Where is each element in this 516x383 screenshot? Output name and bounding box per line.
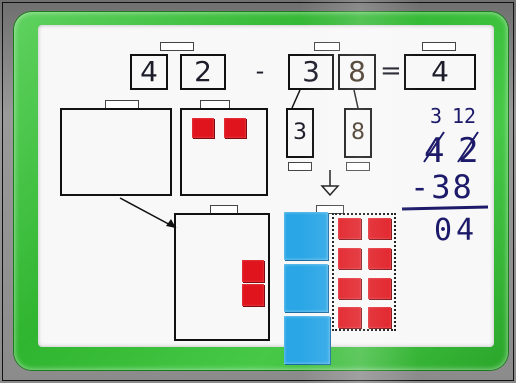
- photo-scene: 4 2 - 3 8 = 4 3 8 3 12 4 2 -38 04: [0, 0, 516, 383]
- pen-marks: [0, 0, 516, 383]
